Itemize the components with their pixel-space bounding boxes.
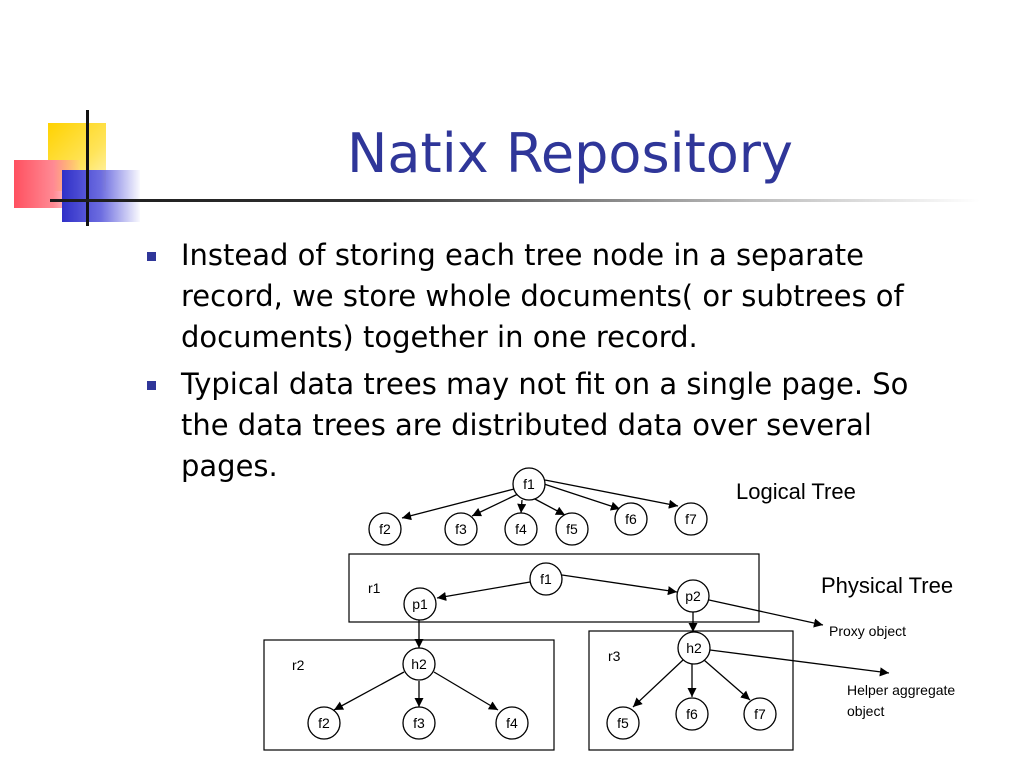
deco-blue-square — [62, 170, 140, 222]
tree-node — [307, 706, 341, 740]
edge — [703, 659, 751, 701]
edge — [544, 479, 679, 509]
edge — [333, 671, 405, 711]
tree-node — [675, 697, 709, 731]
edge — [532, 497, 566, 516]
record-r1-label: r1 — [368, 580, 381, 596]
tree-node — [606, 706, 640, 740]
node-label: f4 — [506, 715, 518, 731]
edge — [433, 671, 499, 711]
tree-node — [555, 512, 589, 546]
node-label: f5 — [617, 715, 629, 731]
node-label: f6 — [625, 511, 637, 527]
logical-tree-label: Logical Tree — [736, 479, 856, 504]
tree-node — [504, 512, 538, 546]
node-label: p1 — [412, 596, 428, 612]
node-label: f5 — [566, 521, 578, 537]
node-label: f3 — [455, 521, 467, 537]
node-label: f7 — [685, 511, 697, 527]
node-label: h2 — [686, 640, 702, 656]
node-label: f3 — [413, 715, 425, 731]
node-label: f4 — [515, 521, 527, 537]
node-label: f1 — [540, 571, 552, 587]
node-label: h2 — [411, 656, 427, 672]
tree-node — [674, 502, 708, 536]
bullet-item: Typical data trees may not fit on a sing… — [145, 364, 965, 487]
proxy-object-label: Proxy object — [829, 623, 906, 639]
tree-node — [529, 562, 563, 596]
record-r2-box — [263, 639, 555, 751]
deco-vertical-line — [86, 110, 89, 226]
bullet-item: Instead of storing each tree node in a s… — [145, 235, 965, 358]
bullet-text: Instead of storing each tree node in a s… — [181, 238, 904, 354]
bullet-square-icon — [147, 252, 156, 261]
record-r1-nodes: f1 p1 p2 — [403, 562, 710, 621]
slide-title: Natix Repository — [347, 122, 793, 185]
logical-tree: f1 f2 f3 f4 f5 f6 f7 — [368, 467, 708, 546]
record-r3-label: r3 — [608, 648, 621, 664]
title-rule — [50, 199, 980, 202]
node-label: f6 — [686, 706, 698, 722]
tree-node — [495, 706, 529, 740]
edge — [436, 581, 531, 601]
logical-tree-edges — [401, 479, 679, 521]
edge — [543, 483, 621, 511]
helper-aggregate-label: Helper aggregate — [847, 682, 955, 698]
edge — [471, 493, 519, 517]
node-label: f2 — [318, 715, 330, 731]
bullet-text: Typical data trees may not fit on a sing… — [181, 367, 909, 483]
tree-node — [368, 512, 402, 546]
tree-node — [676, 579, 710, 613]
node-label: f7 — [754, 706, 766, 722]
tree-node — [403, 587, 437, 621]
tree-node — [512, 467, 546, 501]
record-r2-label: r2 — [292, 657, 305, 673]
edge — [401, 488, 515, 521]
tree-node — [402, 706, 436, 740]
record-r3-nodes: h2 f5 f6 f7 — [606, 631, 777, 740]
physical-tree-label: Physical Tree — [821, 573, 953, 598]
node-label: p2 — [685, 588, 701, 604]
tree-node — [677, 631, 711, 665]
node-label: f1 — [523, 476, 535, 492]
bullet-list: Instead of storing each tree node in a s… — [145, 235, 965, 493]
helper-aggregate-label-line2: object — [847, 703, 884, 719]
physical-tree-edges — [333, 574, 890, 711]
edge — [561, 574, 678, 596]
tree-node — [614, 502, 648, 536]
bullet-square-icon — [147, 381, 156, 390]
tree-node — [402, 647, 436, 681]
edge — [709, 649, 890, 677]
tree-node — [444, 512, 478, 546]
record-r2-nodes: h2 f2 f3 f4 — [307, 647, 529, 740]
tree-node — [743, 697, 777, 731]
edge — [517, 499, 527, 514]
edge — [708, 599, 824, 628]
edge — [632, 659, 684, 708]
record-r1-box — [348, 553, 760, 623]
node-label: f2 — [379, 521, 391, 537]
